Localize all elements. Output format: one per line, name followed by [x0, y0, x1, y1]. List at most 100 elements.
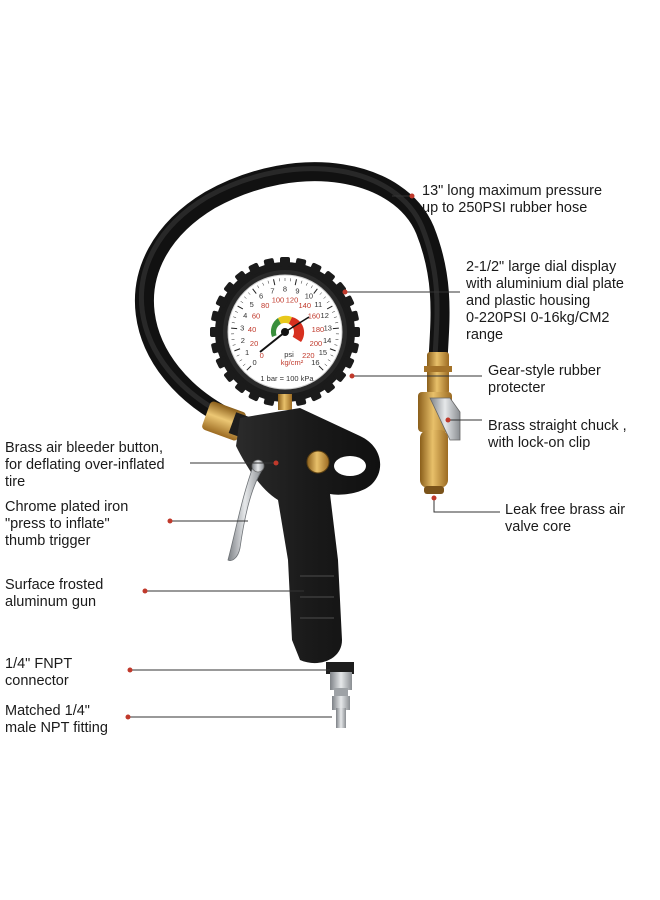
dial-tick: [273, 279, 276, 286]
callout-line: Chrome plated iron: [5, 499, 129, 515]
dial-tick: [231, 322, 235, 324]
dial-tick: [319, 292, 322, 295]
dial-tick: [324, 363, 328, 367]
callout-line: range: [466, 327, 504, 343]
callout-line: Brass straight chuck ,: [488, 418, 627, 434]
callout-line: thumb trigger: [5, 533, 91, 549]
dial-tick: [332, 311, 335, 313]
dial-tick: [232, 344, 236, 346]
callout-line: and plastic housing: [466, 293, 591, 309]
gear-tooth: [248, 389, 261, 402]
callout-hose: 13" long maximum pressure up to 250PSI r…: [422, 183, 602, 217]
callout-line: 1/4" FNPT: [5, 656, 73, 672]
callout-line: with aluminium dial plate: [466, 276, 624, 292]
kg-tick-label: 2: [241, 336, 245, 345]
dial-tick: [236, 354, 240, 357]
kg-tick-label: 13: [324, 323, 332, 332]
dial-tick: [233, 316, 237, 318]
rubber-hose: [135, 162, 450, 430]
fnpt-connector: [326, 662, 354, 728]
gear-tooth: [322, 271, 335, 284]
gear-tooth: [347, 310, 359, 323]
gear-tooth: [263, 394, 276, 406]
callout-line: tire: [5, 474, 26, 490]
gear-tooth: [211, 341, 223, 354]
kg-tick-label: 10: [305, 292, 313, 301]
dial-tick: [257, 285, 260, 289]
dial-tick: [248, 292, 251, 295]
callout-line: Matched 1/4": [5, 703, 90, 719]
kg-tick-label: 1: [245, 348, 249, 357]
callout-line: "press to inflate": [5, 516, 110, 532]
kg-tick-label: 16: [311, 358, 319, 367]
callout-line: 13" long maximum pressure: [422, 183, 603, 199]
dial-tick: [240, 300, 244, 304]
kg-tick-label: 4: [243, 311, 247, 320]
psi-tick-label: 40: [248, 325, 256, 334]
gear-tooth: [309, 389, 322, 402]
callout-line: Gear-style rubber: [488, 363, 601, 379]
gear-tooth: [248, 262, 261, 275]
brass-chuck: [418, 392, 461, 494]
dial-tick: [335, 322, 339, 324]
bleeder-button: [306, 450, 330, 474]
callout-trigger: Chrome plated iron "press to inflate" th…: [5, 499, 128, 550]
dial-tick: [318, 365, 324, 371]
kg-tick-label: 6: [259, 292, 263, 301]
psi-tick-label: 100: [272, 295, 285, 304]
dial-tick: [252, 288, 257, 294]
dial-tick: [313, 288, 318, 294]
callout-chuck: Brass straight chuck , with lock-on clip: [488, 418, 627, 452]
gauge-unit-kg: kg/cm²: [281, 358, 304, 367]
dial-tick: [237, 305, 244, 310]
callout-line: Leak free brass air: [505, 502, 626, 518]
kg-tick-label: 12: [321, 311, 329, 320]
leader-dot: [409, 193, 415, 199]
gear-tooth: [235, 380, 248, 393]
kg-tick-label: 14: [323, 336, 331, 345]
dial-tick: [305, 282, 308, 286]
gear-tooth: [210, 327, 220, 337]
callout-line: Brass air bleeder button,: [5, 440, 163, 456]
gear-tooth: [294, 258, 307, 270]
dial-tick: [323, 296, 326, 299]
gear-tooth: [294, 394, 307, 406]
callout-line: valve core: [505, 519, 572, 535]
gear-tooth: [215, 295, 228, 308]
callout-line: with lock-on clip: [488, 435, 591, 451]
kg-tick-label: 11: [314, 300, 322, 309]
callout-line: aluminum gun: [5, 594, 97, 610]
inflator-gun-body: [236, 408, 381, 664]
callout-fitting: Matched 1/4" male NPT fitting: [5, 703, 108, 737]
dial-tick: [334, 344, 338, 346]
hose-chuck-fitting: [424, 352, 452, 394]
psi-tick-label: 80: [261, 301, 269, 310]
callout-gun: Surface frosted aluminum gun: [5, 577, 103, 611]
dial-tick: [333, 316, 337, 318]
callout-connector: 1/4" FNPT connector: [5, 656, 72, 690]
gear-tooth: [280, 257, 290, 267]
kg-tick-label: 15: [319, 348, 327, 357]
psi-tick-label: 180: [312, 325, 325, 334]
callout-line: 2-1/2" large dial display: [466, 259, 617, 275]
gear-tooth: [333, 369, 346, 382]
callout-valve: Leak free brass air valve core: [505, 502, 625, 536]
dial-tick: [310, 285, 313, 289]
callout-line: up to 250PSI rubber hose: [422, 200, 588, 216]
dial-tick: [326, 300, 330, 304]
gear-tooth: [342, 295, 355, 308]
callout-protector: Gear-style rubber protecter: [488, 363, 601, 397]
kg-tick-label: 8: [283, 285, 287, 294]
kg-tick-label: 5: [250, 300, 254, 309]
gear-tooth: [211, 310, 223, 323]
gear-tooth: [309, 262, 322, 275]
dial-tick: [300, 280, 303, 284]
dial-tick: [235, 311, 238, 313]
thumb-trigger: [227, 463, 263, 561]
callout-line: male NPT fitting: [5, 720, 108, 736]
callout-line: 0-220PSI 0-16kg/CM2: [466, 310, 610, 326]
psi-tick-label: 0: [260, 351, 264, 360]
kg-tick-label: 3: [240, 323, 244, 332]
psi-tick-label: 200: [310, 339, 323, 348]
